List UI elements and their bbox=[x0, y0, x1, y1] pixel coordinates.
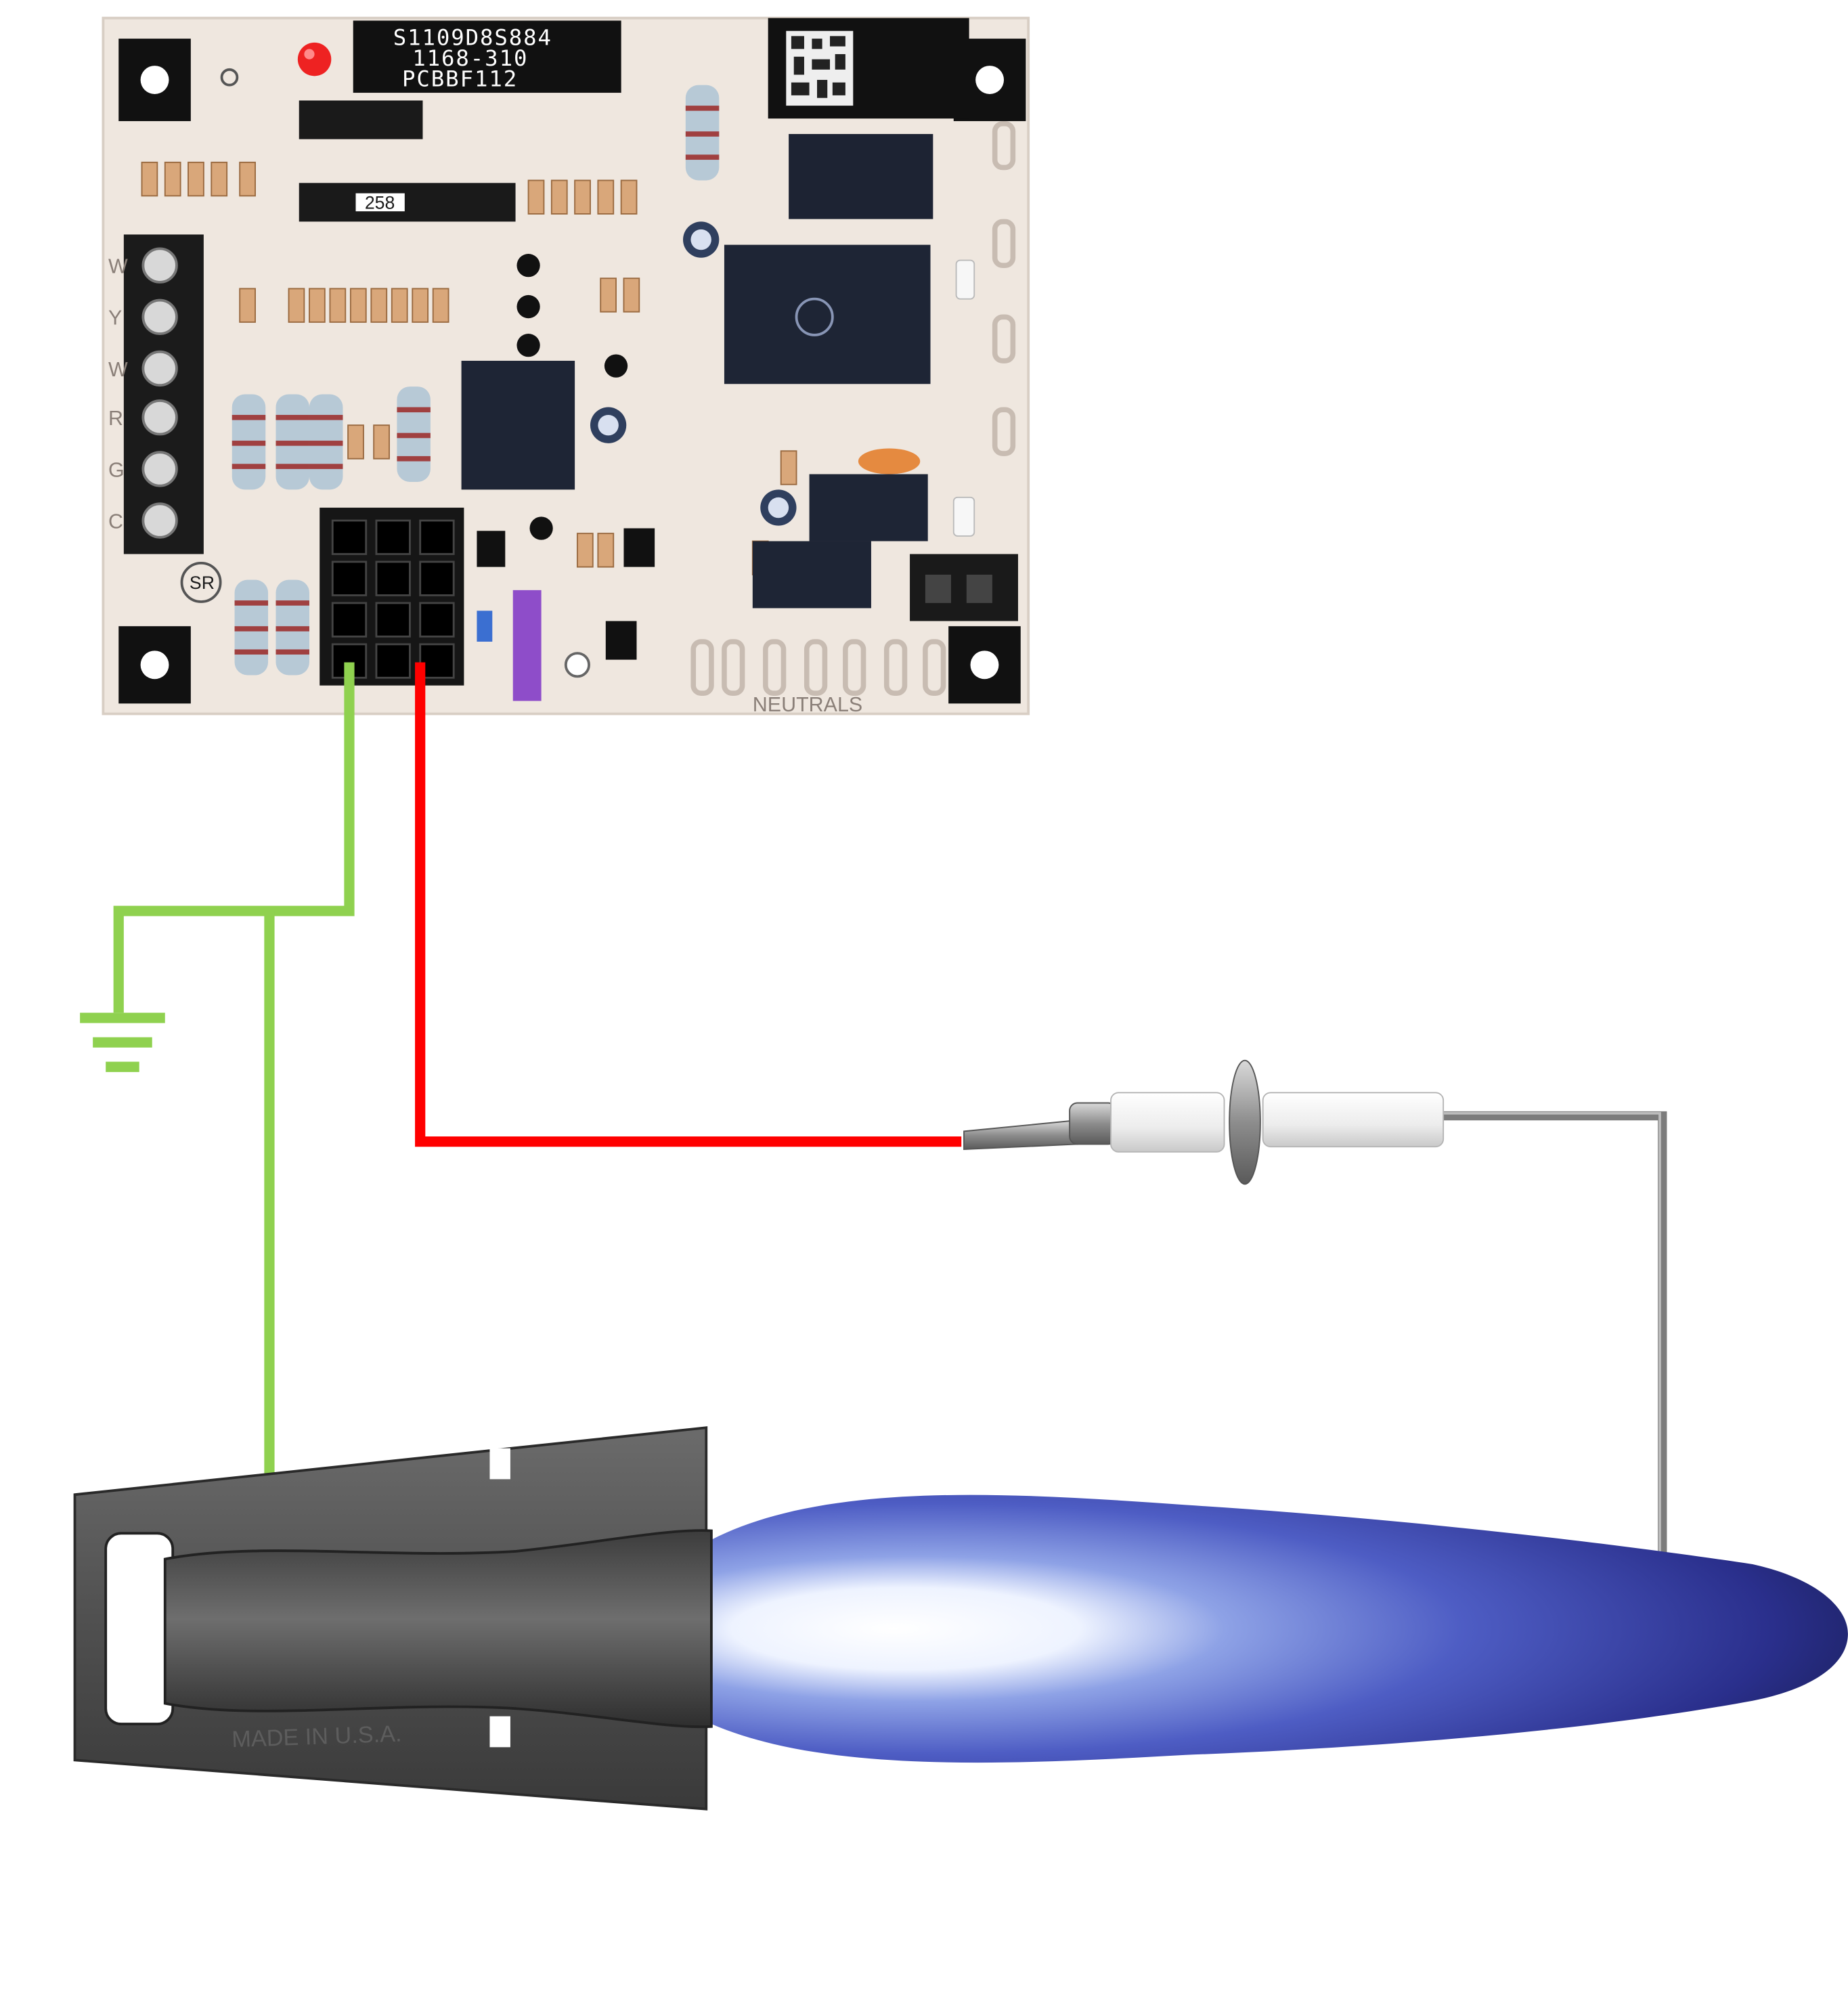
terminal-letter: W bbox=[108, 358, 128, 381]
qr-code-icon bbox=[768, 18, 969, 119]
relay bbox=[461, 361, 575, 490]
cert-mark-text: SR bbox=[190, 573, 215, 593]
terminal-letter: C bbox=[108, 510, 123, 533]
connector bbox=[955, 259, 975, 300]
power-resistor-bank bbox=[232, 85, 720, 676]
capacitor-icon bbox=[590, 407, 627, 443]
flame-sensor-rod bbox=[963, 1059, 1667, 1562]
diode-icon bbox=[477, 611, 493, 642]
microcontroller-chip: 258 bbox=[299, 183, 516, 222]
thermostat-terminal-strip: W Y W R G C bbox=[108, 234, 204, 554]
test-point-icon bbox=[564, 652, 590, 678]
two-pin-plug bbox=[910, 554, 1018, 621]
ceramic-capacitor-icon bbox=[858, 448, 921, 474]
status-led-icon bbox=[297, 42, 332, 76]
board-label-plate: S1109D8S884 1168-310 PCBBF112 bbox=[353, 20, 621, 93]
terminal-letter: Y bbox=[108, 307, 122, 330]
terminal-letter: W bbox=[108, 255, 128, 278]
main-blower-relay bbox=[724, 244, 931, 384]
board-model-number: 1168-310 bbox=[412, 45, 528, 71]
furnace-control-board: S1109D8S884 1168-310 PCBBF112 bbox=[102, 16, 1030, 716]
capacitor-icon bbox=[760, 489, 797, 526]
relay bbox=[809, 474, 928, 541]
twelve-pin-connector bbox=[320, 508, 464, 686]
board-part-number: S1109D8S884 bbox=[393, 25, 552, 51]
mounting-hole-icon bbox=[118, 39, 191, 121]
ground-icon bbox=[80, 1013, 165, 1072]
quick-connect-terminals bbox=[690, 120, 1016, 696]
fuse-icon bbox=[512, 590, 542, 701]
relay bbox=[789, 133, 933, 219]
capacitor-icon bbox=[683, 221, 720, 258]
test-point-icon bbox=[220, 68, 239, 87]
terminal-letter: R bbox=[108, 407, 123, 430]
flame-sense-wire bbox=[415, 662, 962, 1147]
ic-chip bbox=[299, 100, 423, 139]
terminal-letter: G bbox=[108, 458, 125, 481]
silkscreen-neutrals-label: NEUTRALS bbox=[753, 693, 862, 716]
resistor-array bbox=[141, 161, 797, 575]
mounting-hole-icon bbox=[118, 626, 191, 704]
board-pcb-code: PCBBF112 bbox=[402, 66, 518, 92]
chip-label: 258 bbox=[365, 192, 395, 213]
cert-mark-icon: SR bbox=[180, 561, 222, 603]
ground-wire bbox=[113, 662, 355, 1495]
burner-engraving: MADE IN U.S.A. bbox=[232, 1721, 402, 1753]
mounting-hole-icon bbox=[948, 626, 1021, 704]
relay bbox=[752, 541, 871, 608]
burner-flame bbox=[711, 1495, 1848, 1763]
connector bbox=[952, 496, 975, 537]
inshot-burner: MADE IN U.S.A. bbox=[73, 1426, 713, 1811]
transistor-array bbox=[477, 254, 655, 660]
